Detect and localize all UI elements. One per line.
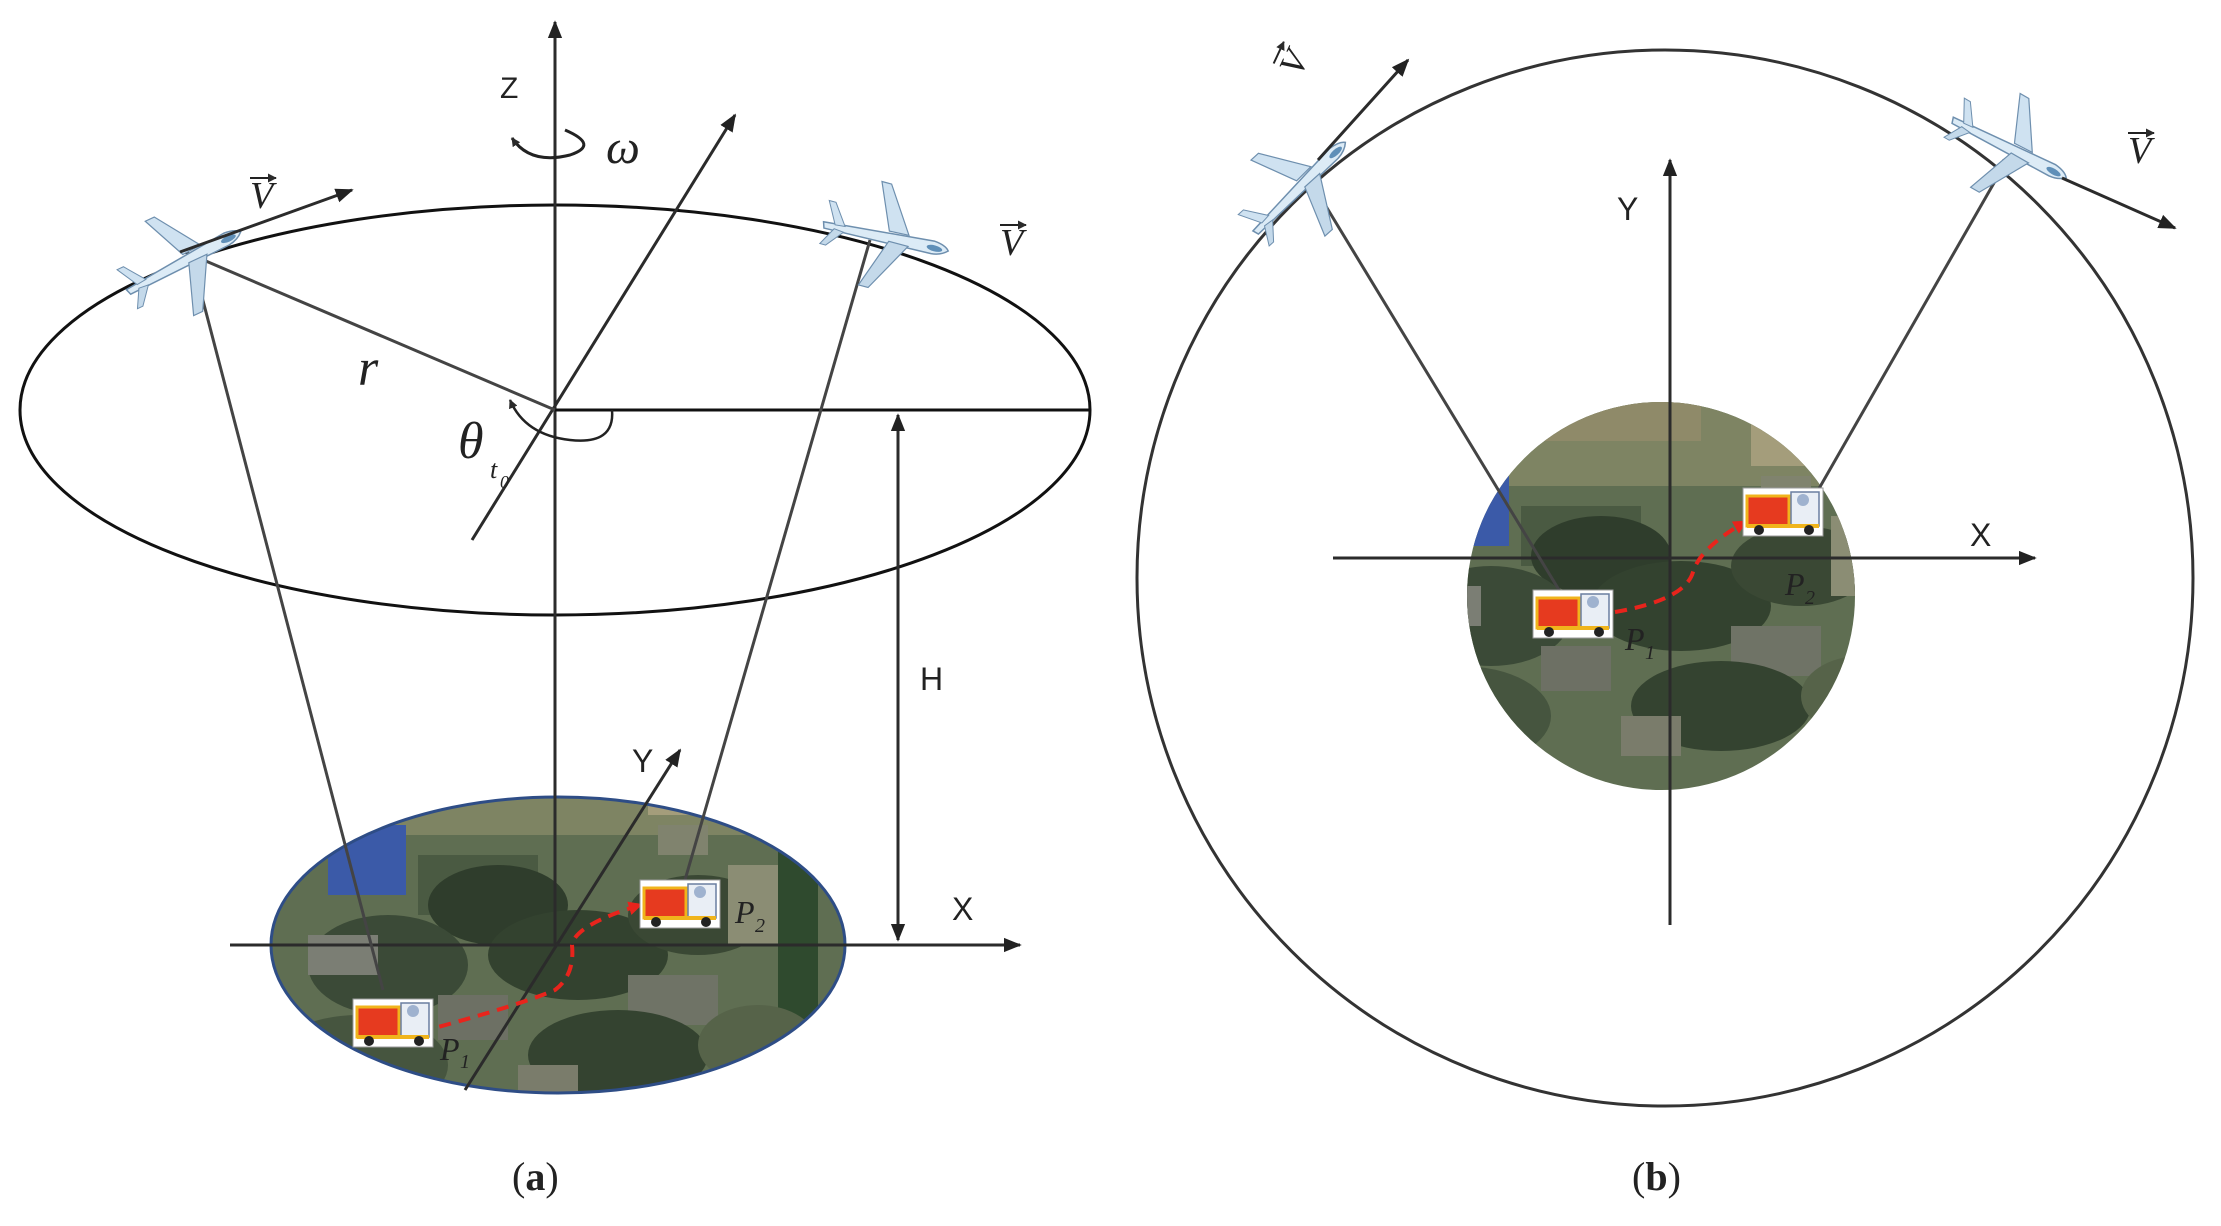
svg-text:1: 1 <box>460 1051 470 1073</box>
theta-angle-arc <box>508 399 614 442</box>
svg-text:0: 0 <box>500 472 509 492</box>
vehicle-p1-b <box>1531 588 1615 640</box>
svg-text:P: P <box>1624 621 1645 657</box>
y-axis-a <box>463 748 682 1091</box>
velocity-label-right-a: V <box>1000 220 1027 264</box>
radius-label: r <box>358 340 379 397</box>
svg-text:V: V <box>1271 41 1318 81</box>
flight-orbit-circle <box>1135 48 2195 1108</box>
los-line-left-b <box>1308 179 1572 609</box>
velocity-arrow-right-b <box>2061 176 2177 230</box>
panel-b: V V Y X P 2 P 1 (b) <box>1135 41 2195 1199</box>
omega-rotation-arrow <box>510 128 586 160</box>
los-line-left <box>192 269 385 991</box>
velocity-arrow-left-b <box>1316 58 1410 162</box>
velocity-arrow-left-a <box>179 188 354 254</box>
svg-text:V: V <box>2128 130 2155 172</box>
height-label: H <box>920 661 943 697</box>
svg-text:t: t <box>490 455 498 484</box>
y-axis-label-b: Y <box>1617 191 1638 227</box>
z-axis-label: Z <box>500 72 518 105</box>
velocity-label-left-b: V <box>1271 41 1318 81</box>
svg-text:2: 2 <box>1805 587 1815 609</box>
point-p1-label-b: P 1 <box>1624 621 1655 664</box>
point-p2-label-b: P 2 <box>1784 566 1815 609</box>
svg-text:V: V <box>1000 222 1027 264</box>
caption-b: (b) <box>1632 1154 1681 1199</box>
airplane-left-a <box>102 185 266 338</box>
svg-text:P: P <box>439 1031 460 1067</box>
radius-line <box>179 248 556 412</box>
point-p2-label-a: P 2 <box>734 894 765 937</box>
los-line-right <box>683 239 872 881</box>
theta-label: θ t 0 <box>458 413 509 492</box>
caption-a: (a) <box>512 1154 559 1199</box>
panel-a: Z ω V V r θ t 0 H Y X P 2 P 1 (a) <box>18 20 1092 1199</box>
svg-text:θ: θ <box>458 413 484 470</box>
vehicle-p2-a <box>638 878 722 930</box>
x-axis-label-b: X <box>1970 517 1991 553</box>
svg-text:(a): (a) <box>512 1154 559 1199</box>
ground-area-b <box>1467 402 1855 790</box>
svg-text:(b): (b) <box>1632 1154 1681 1199</box>
omega-label: ω <box>606 121 640 174</box>
svg-text:V: V <box>250 175 277 217</box>
point-p1-label-a: P 1 <box>439 1031 470 1073</box>
target-trajectory-b <box>1614 520 1748 614</box>
y-axis-label-a: Y <box>632 743 653 779</box>
velocity-label-right-b: V <box>2128 128 2155 172</box>
x-axis-label-a: X <box>952 891 973 927</box>
vehicle-p1-a <box>351 997 435 1049</box>
airplane-right-a <box>809 168 962 306</box>
airplane-right-b <box>1926 69 2092 227</box>
vehicle-p2-b <box>1741 486 1825 538</box>
los-line-right-b <box>1803 154 2012 514</box>
velocity-label-left-a: V <box>250 173 277 217</box>
airplane-left-b <box>1216 104 1384 271</box>
svg-text:P: P <box>1784 566 1805 602</box>
svg-text:2: 2 <box>755 915 765 937</box>
svg-text:1: 1 <box>1645 642 1655 664</box>
orbit-oblique-axis <box>470 113 737 541</box>
svg-text:P: P <box>734 894 755 930</box>
